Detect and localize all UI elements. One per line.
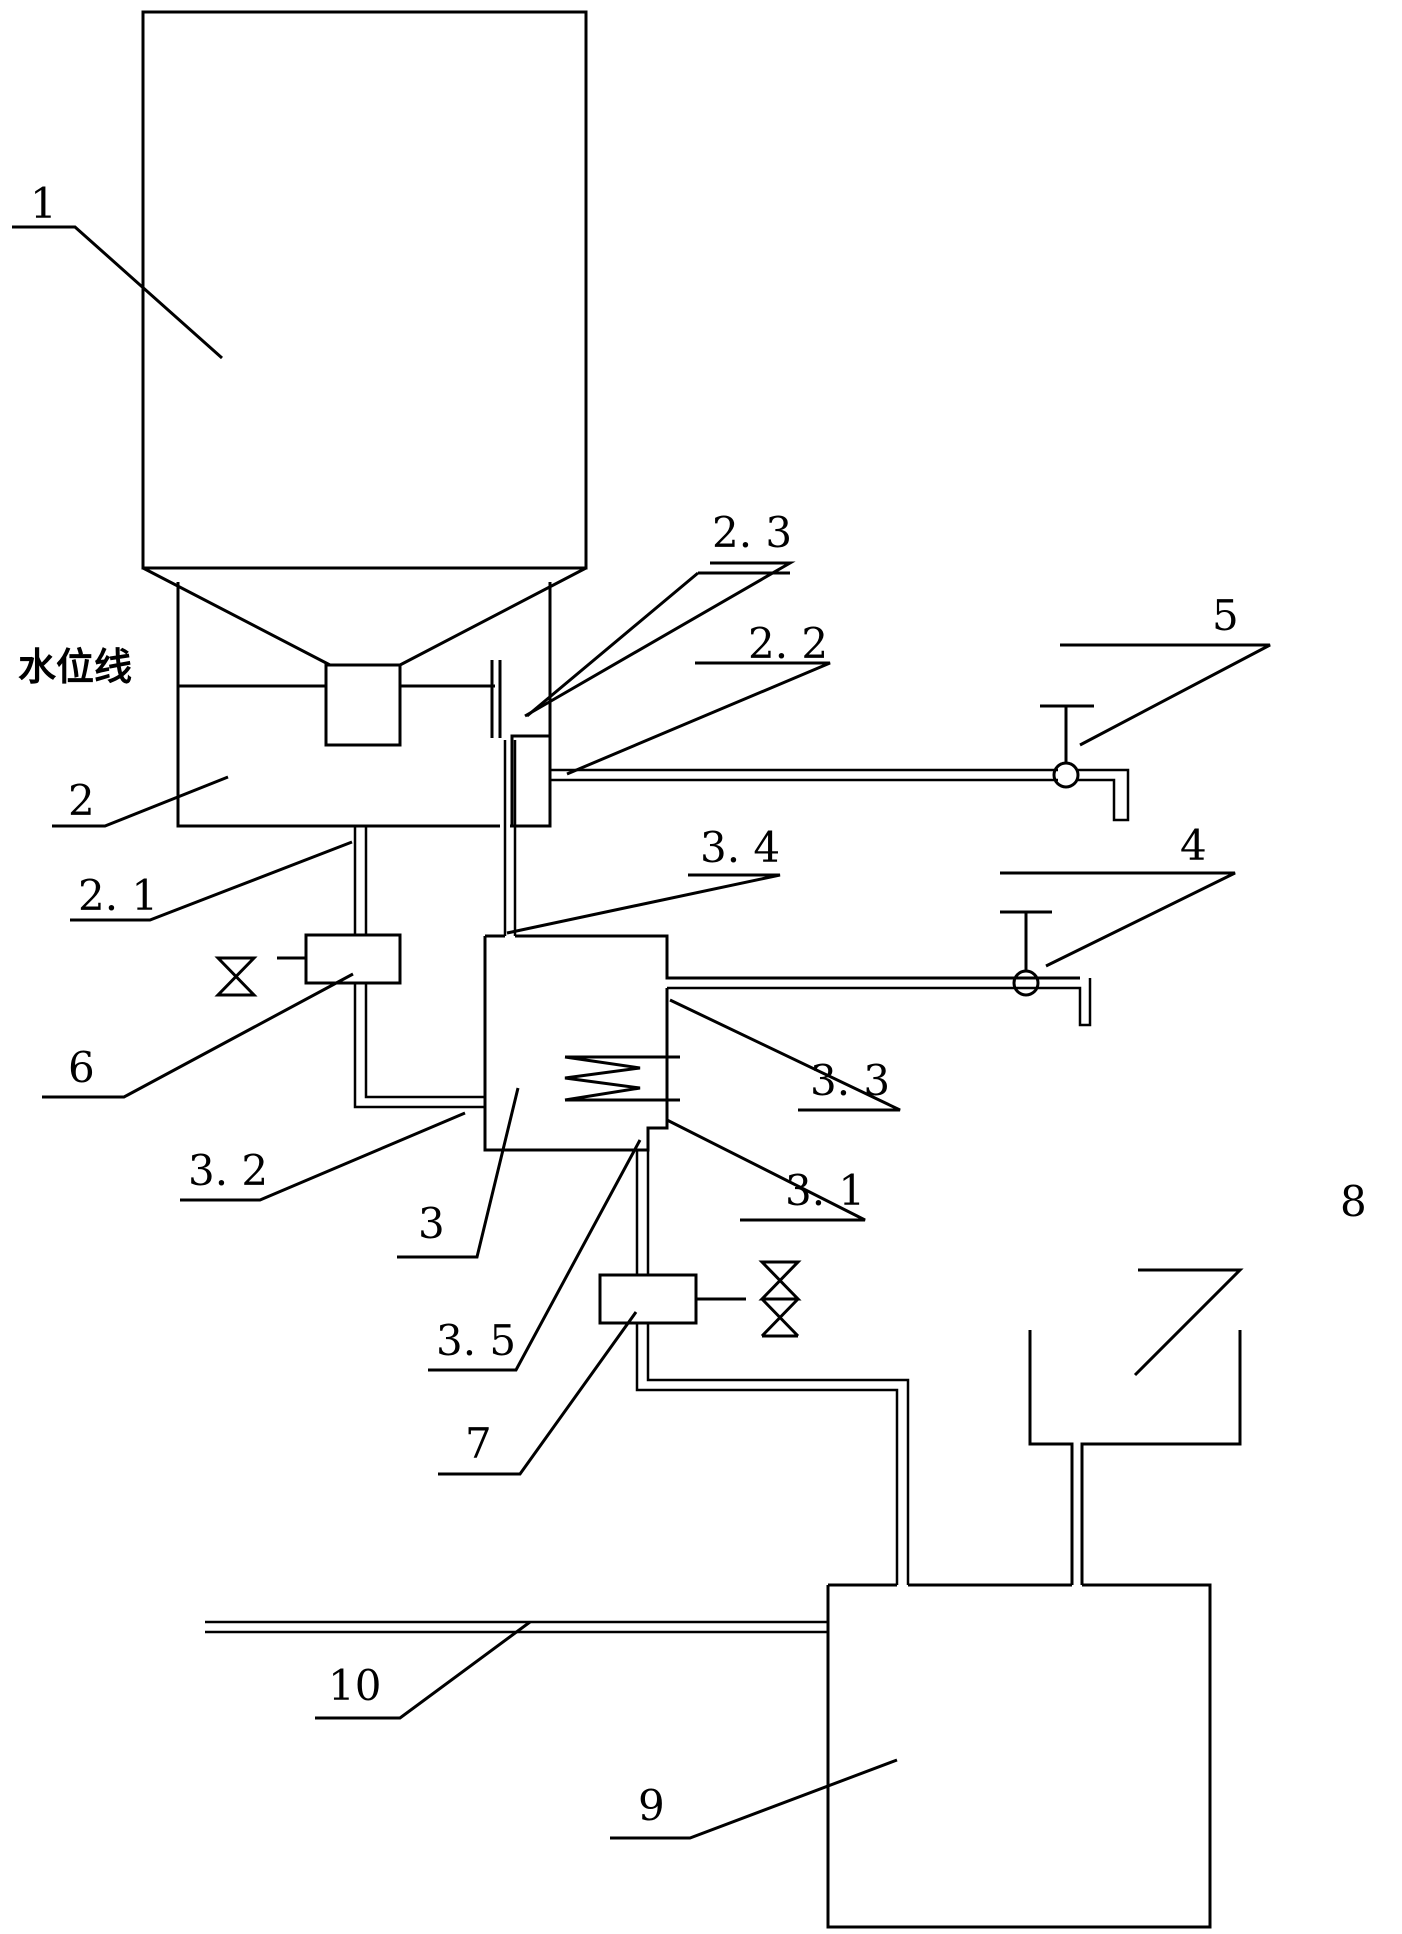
pipe-3-4 — [503, 740, 517, 936]
label-5: 5 — [1212, 591, 1239, 640]
label-8: 8 — [1340, 1177, 1367, 1226]
label-7: 7 — [465, 1419, 492, 1468]
heater-tank-3 — [483, 934, 1092, 1152]
bottle-1 — [141, 10, 588, 667]
tank-2 — [176, 582, 552, 828]
label-water-level: 水位线 — [18, 645, 132, 689]
label-10: 10 — [328, 1661, 381, 1710]
label-4: 4 — [1180, 821, 1207, 870]
label-3-4: 3. 4 — [700, 823, 780, 872]
pipe-3-5 — [598, 1150, 910, 1585]
label-3-1: 3. 1 — [785, 1166, 865, 1215]
tap-4 — [1000, 910, 1052, 997]
label-2-3: 2. 3 — [712, 508, 792, 557]
label-6: 6 — [68, 1043, 95, 1092]
label-1: 1 — [30, 179, 57, 228]
label-9: 9 — [638, 1781, 665, 1830]
label-2: 2 — [68, 776, 95, 825]
pipe-2-1 — [214, 826, 485, 1109]
label-2-1: 2. 1 — [78, 871, 158, 920]
label-3-2: 3. 2 — [188, 1146, 268, 1195]
label-3-5: 3. 5 — [436, 1316, 516, 1365]
leader-lines — [12, 225, 1271, 1840]
label-3: 3 — [418, 1199, 445, 1248]
cold-pipe-2-2 — [550, 704, 1130, 822]
tray-8 — [1028, 1330, 1242, 1585]
label-3-3: 3. 3 — [810, 1056, 890, 1105]
waste-tank-9 — [826, 1583, 1212, 1929]
label-2-2: 2. 2 — [748, 619, 828, 668]
